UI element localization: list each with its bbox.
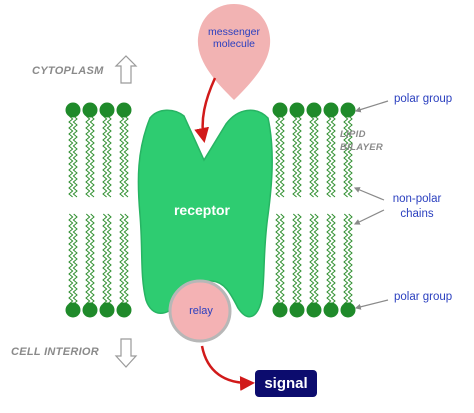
- lipid-chain-lower: [292, 213, 298, 305]
- lipid-chain-upper: [275, 115, 281, 198]
- lipid-chain-upper: [343, 115, 349, 198]
- lipid-chain-lower: [309, 213, 315, 305]
- cytoplasm-label: CYTOPLASM: [32, 65, 104, 77]
- polar-head-bottom: [323, 302, 339, 318]
- relay-label: relay: [189, 305, 213, 317]
- lipid-chain-upper: [119, 115, 125, 198]
- nonpolar-pointer-bottom-icon: [353, 209, 385, 225]
- polar-head-bottom: [65, 302, 81, 318]
- lipid-chain-upper: [309, 115, 315, 198]
- polar-head-bottom: [306, 302, 322, 318]
- polar-head-top: [116, 102, 132, 118]
- lipid-chain-lower: [123, 213, 129, 305]
- polar-heads: [65, 102, 356, 318]
- polar-head-top: [99, 102, 115, 118]
- messenger-to-receptor-arrow: [194, 77, 217, 143]
- cytoplasm-up-arrow-icon: [114, 55, 138, 84]
- lipid-chain-upper: [89, 115, 95, 198]
- polar-head-bottom: [340, 302, 356, 318]
- messenger-molecule-label: messenger molecule: [196, 26, 272, 50]
- lipid-chain-lower: [275, 213, 281, 305]
- relay-circle: [168, 279, 232, 343]
- receptor-label: receptor: [173, 202, 231, 218]
- polar-head-top: [82, 102, 98, 118]
- lipid-chain-lower: [279, 213, 285, 305]
- lipid-chain-lower: [72, 213, 78, 305]
- lipid-chains: [68, 115, 353, 305]
- signal-label: signal: [264, 375, 308, 392]
- polar-head-bottom: [116, 302, 132, 318]
- lipid-chain-upper: [330, 115, 336, 198]
- polar-top-pointer-icon: [354, 100, 389, 113]
- non-polar-label: non-polar: [392, 193, 442, 205]
- lipid-chain-lower: [347, 213, 353, 305]
- polar-group-top-label: polar group: [394, 93, 453, 105]
- polar-head-top: [306, 102, 322, 118]
- cell-interior-down-arrow-icon: [114, 338, 138, 368]
- signal-box: signal: [255, 370, 317, 397]
- messenger-line2: molecule: [212, 38, 256, 50]
- cell-interior-label: CELL INTERIOR: [11, 346, 100, 358]
- lipid-chain-upper: [296, 115, 302, 198]
- polar-head-bottom: [99, 302, 115, 318]
- lipid-chain-upper: [72, 115, 78, 198]
- lipid-chain-lower: [68, 213, 74, 305]
- lipid-chain-upper: [68, 115, 74, 198]
- polar-head-bottom: [289, 302, 305, 318]
- receptor-protein: [137, 109, 273, 318]
- polar-head-bottom: [272, 302, 288, 318]
- polar-head-bottom: [82, 302, 98, 318]
- messenger-line1: messenger: [208, 26, 260, 38]
- polar-head-top: [323, 102, 339, 118]
- polar-bottom-pointer-icon: [354, 299, 389, 310]
- lipid-chain-lower: [102, 213, 108, 305]
- polar-head-top: [65, 102, 81, 118]
- chains-label: chains: [400, 208, 434, 220]
- lipid-chain-lower: [343, 213, 349, 305]
- lipid-label: LIPID: [340, 129, 366, 140]
- lipid-chain-lower: [119, 213, 125, 305]
- nonpolar-pointer-top-icon: [353, 187, 385, 201]
- lipid-chain-upper: [347, 115, 353, 198]
- relay-to-signal-arrow: [200, 345, 255, 391]
- polar-group-bottom-label: polar group: [394, 291, 453, 303]
- lipid-chain-upper: [102, 115, 108, 198]
- lipid-chain-lower: [89, 213, 95, 305]
- lipid-chain-lower: [330, 213, 336, 305]
- lipid-chain-upper: [85, 115, 91, 198]
- lipid-chain-upper: [326, 115, 332, 198]
- lipid-chain-upper: [279, 115, 285, 198]
- polar-head-top: [272, 102, 288, 118]
- lipid-chain-lower: [85, 213, 91, 305]
- lipid-chain-upper: [292, 115, 298, 198]
- lipid-chain-lower: [326, 213, 332, 305]
- lipid-chain-lower: [313, 213, 319, 305]
- messenger-molecule: [197, 4, 271, 100]
- bilayer-label: BILAYER: [340, 142, 384, 153]
- lipid-chain-lower: [106, 213, 112, 305]
- lipid-chain-upper: [106, 115, 112, 198]
- polar-head-top: [340, 102, 356, 118]
- lipid-chain-upper: [123, 115, 129, 198]
- lipid-chain-upper: [313, 115, 319, 198]
- polar-head-top: [289, 102, 305, 118]
- lipid-chain-lower: [296, 213, 302, 305]
